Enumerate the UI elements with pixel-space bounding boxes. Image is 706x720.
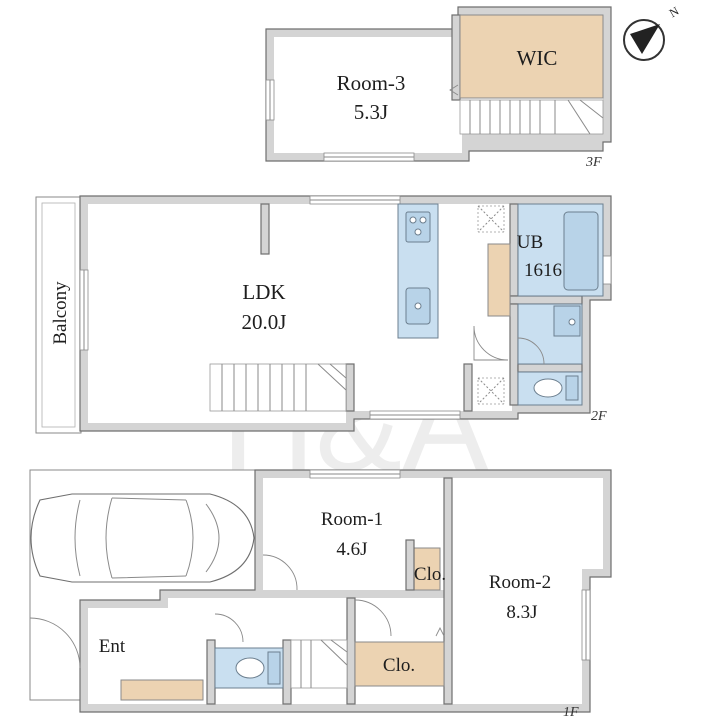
closet2-label: Clo. xyxy=(383,655,415,676)
toilet-2f xyxy=(517,371,583,406)
entrance-label: Ent xyxy=(99,636,126,657)
closet-1 xyxy=(413,547,441,591)
washroom xyxy=(517,303,583,365)
floor-2f-label: 2F xyxy=(591,409,607,424)
floor-1f: Room-1 4.6J Clo. Room-2 8.3J Clo. Ent 1F xyxy=(29,469,612,720)
compass-icon: N xyxy=(623,4,682,61)
balcony xyxy=(35,196,82,434)
ldk-size: 20.0J xyxy=(242,310,287,334)
floor-3f: Room-3 5.3J WIC 3F xyxy=(265,6,612,170)
wic-area xyxy=(459,14,604,99)
toilet-1f xyxy=(214,647,284,689)
room2-size: 8.3J xyxy=(506,602,537,623)
ub-name: UB xyxy=(517,232,543,253)
room1-size: 4.6J xyxy=(336,539,367,560)
stairs-1f xyxy=(290,639,348,689)
balcony-label: Balcony xyxy=(50,281,71,345)
kitchen-counter xyxy=(397,203,439,339)
stairs-3f xyxy=(459,99,604,135)
unit-bath xyxy=(517,203,604,297)
stairs-2f xyxy=(209,363,347,412)
closet-2 xyxy=(354,641,445,687)
closet1-label: Clo. xyxy=(414,564,446,585)
wic-label: WIC xyxy=(517,46,558,70)
room2-name: Room-2 xyxy=(489,572,551,593)
car-icon xyxy=(30,493,255,583)
compass-label: N xyxy=(667,4,682,21)
ub-size: 1616 xyxy=(524,260,562,281)
ldk-name: LDK xyxy=(242,280,285,304)
floor-2f: LDK 20.0J UB 1616 Balcony 2F xyxy=(35,195,612,434)
pantry-shelf xyxy=(487,243,511,317)
room3-name: Room-3 xyxy=(337,71,406,95)
room3-size: 5.3J xyxy=(354,100,388,124)
floor-3f-label: 3F xyxy=(585,155,602,170)
floor-1f-label: 1F xyxy=(563,705,579,720)
shoe-storage xyxy=(120,679,204,701)
room1-name: Room-1 xyxy=(321,509,383,530)
